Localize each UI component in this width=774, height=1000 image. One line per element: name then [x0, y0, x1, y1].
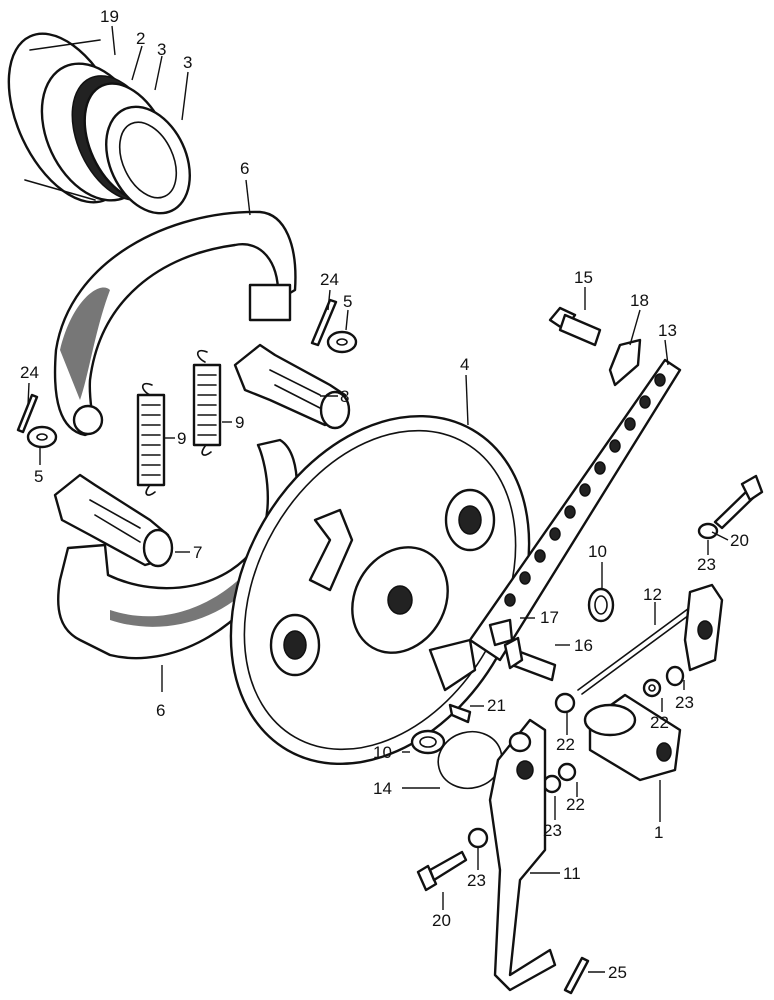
callout-24-top: 24 — [320, 270, 339, 289]
sprocket-hub-assembly — [7, 32, 191, 215]
callout-23d: 23 — [467, 871, 486, 890]
bolt-21 — [448, 703, 472, 724]
callout-25: 25 — [608, 963, 627, 982]
washer-10-bottom — [410, 729, 446, 755]
brake-backing-plate — [229, 414, 531, 766]
nut-22-b — [557, 762, 577, 782]
callout-19: 19 — [100, 7, 119, 26]
bolt-16-nut-17 — [488, 618, 557, 682]
callout-2: 2 — [136, 29, 145, 48]
callout-13: 13 — [658, 321, 677, 340]
callout-10-right: 10 — [588, 542, 607, 561]
callout-3a: 3 — [157, 40, 166, 59]
callout-11: 11 — [563, 864, 581, 883]
nut-22-right — [642, 678, 662, 698]
callout-20-right: 20 — [730, 531, 749, 550]
callout-18: 18 — [630, 291, 649, 310]
washer-23-b — [542, 774, 562, 794]
callout-24-left: 24 — [20, 363, 39, 382]
callout-6-top: 6 — [240, 159, 249, 178]
callout-7: 7 — [193, 543, 202, 562]
callout-3b: 3 — [183, 53, 192, 72]
bolt-15 — [548, 306, 602, 347]
brake-rod — [577, 583, 724, 695]
callout-9a: 9 — [177, 429, 186, 448]
callout-5-top: 5 — [343, 292, 352, 311]
split-pin-washer-upper — [310, 298, 358, 354]
callout-20-bottom: 20 — [432, 911, 451, 930]
callout-23b: 23 — [675, 693, 694, 712]
washer-10-right — [587, 587, 615, 623]
brake-cam-upper — [233, 343, 351, 430]
torque-link — [468, 358, 682, 662]
bolt-20-right — [713, 474, 764, 530]
leader-lines — [27, 25, 729, 973]
brake-shoe-upper — [53, 210, 297, 437]
callout-12: 12 — [643, 585, 662, 604]
brake-cam-lower — [53, 473, 174, 568]
callout-23-right: 23 — [697, 555, 716, 574]
callout-23c: 23 — [543, 821, 562, 840]
callout-6-bottom: 6 — [156, 701, 165, 720]
brake-pedal-arm — [488, 718, 557, 992]
pivot-sleeve — [583, 693, 682, 782]
callout-22a: 22 — [556, 735, 575, 754]
callout-17: 17 — [540, 608, 559, 627]
callout-4: 4 — [460, 355, 469, 374]
callout-21: 21 — [487, 696, 506, 715]
callout-10-bottom: 10 — [373, 743, 392, 762]
callouts: 19 2 3 3 6 24 5 15 18 13 24 9 9 8 4 5 7 … — [20, 7, 749, 982]
clip-18 — [608, 338, 642, 387]
callout-15: 15 — [574, 268, 593, 287]
callout-9b: 9 — [235, 413, 244, 432]
callout-1: 1 — [654, 823, 663, 842]
washer-23-mid — [665, 665, 685, 687]
split-pin-washer-left — [16, 393, 58, 449]
brake-springs — [136, 349, 222, 496]
washer-23-right — [697, 522, 719, 540]
bolt-20-bottom — [416, 850, 468, 892]
nut-22-a — [554, 692, 576, 714]
callout-14: 14 — [373, 779, 392, 798]
pin-25 — [563, 956, 590, 995]
washer-23-bottom — [467, 827, 489, 849]
callout-22b: 22 — [566, 795, 585, 814]
callout-8: 8 — [340, 387, 349, 406]
callout-22-right: 22 — [650, 713, 669, 732]
callout-16: 16 — [574, 636, 593, 655]
callout-5-left: 5 — [34, 467, 43, 486]
